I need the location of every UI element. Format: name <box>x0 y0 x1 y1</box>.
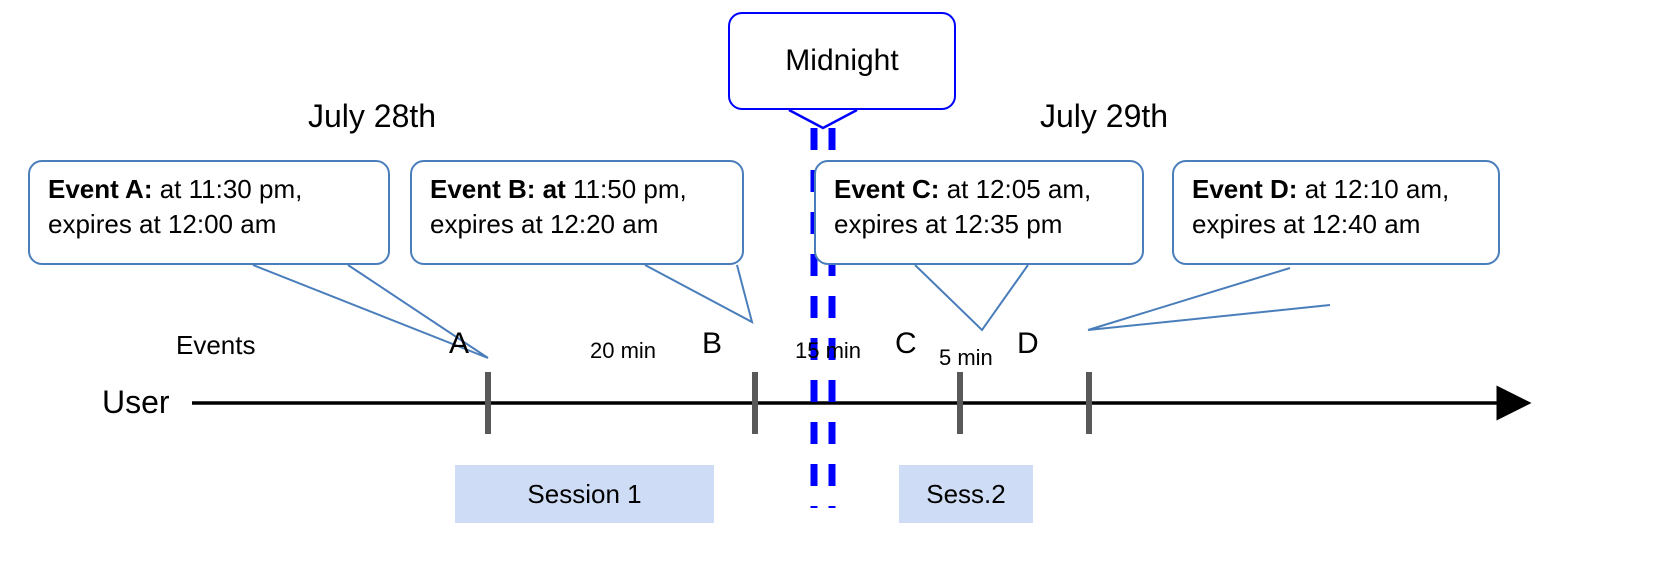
event-d-bold: Event D: <box>1192 174 1298 204</box>
event-c-line1-rest: at 12:05 am, <box>939 174 1092 204</box>
event-c-bold: Event C: <box>834 174 940 204</box>
midnight-callout: Midnight <box>728 12 956 110</box>
session-block-2: Sess.2 <box>899 465 1033 523</box>
event-a-leader <box>252 264 489 359</box>
events-row-label: Events <box>176 330 256 360</box>
event-callout-a-line2: expires at 12:00 am <box>48 208 277 239</box>
session-block-1: Session 1 <box>455 465 714 523</box>
event-callout-c: Event C: at 12:05 am, expires at 12:35 p… <box>814 160 1144 265</box>
event-letter-b: B <box>702 327 723 360</box>
event-b-line1-rest: 11:50 pm, <box>565 174 687 204</box>
event-letter-d: D <box>1017 327 1039 360</box>
user-row-label: User <box>102 384 170 420</box>
event-callout-d: Event D: at 12:10 am, expires at 12:40 a… <box>1172 160 1500 265</box>
event-d-line1-rest: at 12:10 am, <box>1297 174 1450 204</box>
event-callout-b-line2: expires at 12:20 am <box>430 208 659 239</box>
interval-label-15min: 15 min <box>795 338 862 363</box>
day-label-july-28: July 28th <box>308 98 437 134</box>
interval-label-20min: 20 min <box>590 338 657 363</box>
event-callout-b: Event B: at 11:50 pm, expires at 12:20 a… <box>410 160 744 265</box>
midnight-callout-tail <box>788 108 858 130</box>
event-callout-d-line2: expires at 12:40 am <box>1192 208 1421 239</box>
session-1-label: Session 1 <box>527 478 642 509</box>
event-a-line1-rest: at 11:30 pm, <box>152 174 303 204</box>
event-b-bold: Event B: at <box>430 174 566 204</box>
event-letter-a: A <box>449 327 470 360</box>
event-callout-c-line1: Event C: at 12:05 am, <box>834 172 1128 207</box>
event-c-leader <box>914 264 1029 332</box>
interval-label-5min: 5 min <box>939 345 993 370</box>
event-b-leader <box>644 264 754 324</box>
event-callout-a-line1: Event A: at 11:30 pm, <box>48 172 374 207</box>
event-a-bold: Event A: <box>48 174 153 204</box>
event-callout-b-line1: Event B: at 11:50 pm, <box>430 172 728 207</box>
midnight-label: Midnight <box>785 44 899 77</box>
session-2-label: Sess.2 <box>926 478 1006 509</box>
event-letter-c: C <box>895 327 917 360</box>
event-callout-a: Event A: at 11:30 pm, expires at 12:00 a… <box>28 160 390 265</box>
event-callout-c-line2: expires at 12:35 pm <box>834 208 1063 239</box>
day-label-july-29: July 29th <box>1040 98 1169 134</box>
event-callout-d-line1: Event D: at 12:10 am, <box>1192 172 1484 207</box>
event-d-leader <box>1087 267 1331 331</box>
